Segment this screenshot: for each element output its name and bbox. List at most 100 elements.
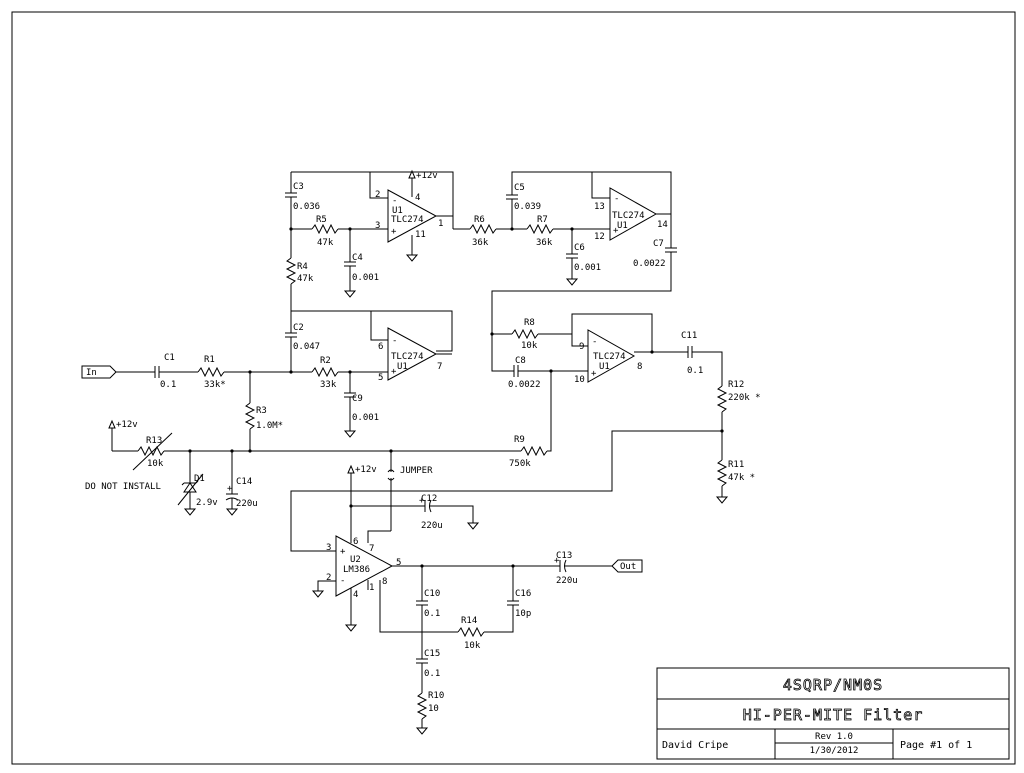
c1-value: 0.1: [160, 380, 176, 390]
svg-text:+: +: [391, 227, 397, 237]
in-port-label: In: [86, 368, 97, 378]
c15-ref: C15: [424, 649, 440, 659]
svg-text:+: +: [554, 556, 560, 566]
title-date: 1/30/2012: [810, 746, 859, 756]
c7-ref: C7: [653, 239, 664, 249]
opamp-u1a: -+ U1 TLC274 2 3 1 4 11: [375, 189, 443, 243]
svg-text:-: -: [392, 336, 397, 346]
r5-value: 47k: [317, 238, 334, 248]
r4-resistor: [285, 257, 297, 285]
r2-value: 33k: [320, 380, 337, 390]
gnd-d1-icon: [184, 505, 196, 516]
r2-resistor: [311, 366, 339, 378]
u1b-pin-out: 14: [657, 220, 668, 230]
c8-value: 0.0022: [508, 380, 541, 390]
gnd-r10-icon: [416, 724, 428, 735]
vcc-arrow-r13: [108, 419, 116, 429]
u1d-ref: U1: [599, 362, 610, 372]
c15-value: 0.1: [424, 669, 440, 679]
c4-value: 0.001: [352, 273, 379, 283]
c7-value: 0.0022: [633, 259, 666, 269]
r3-resistor: [244, 402, 256, 430]
r2-ref: R2: [320, 356, 331, 366]
r11-value: 47k *: [728, 473, 755, 483]
svg-text:-: -: [340, 576, 345, 586]
vcc-u1a: +12v: [416, 171, 438, 181]
gnd-c12-icon: [467, 519, 479, 530]
u1b-ref: U1: [617, 221, 628, 231]
r13-strike: [132, 432, 173, 471]
u1d-pin-noninv: 10: [574, 375, 585, 385]
r5-ref: R5: [316, 215, 327, 225]
gnd-r11-icon: [716, 493, 728, 504]
svg-text:-: -: [592, 337, 597, 347]
u2-pin8: 8: [382, 577, 387, 587]
u1c-pin-inv: 6: [378, 342, 383, 352]
opamp-u1d: -+ TLC274 U1 9 10 8: [574, 329, 642, 385]
vcc-r13: +12v: [116, 420, 138, 430]
c11-ref: C11: [681, 331, 697, 341]
r7-value: 36k: [536, 238, 553, 248]
svg-text:+: +: [613, 226, 619, 236]
r10-resistor: [416, 692, 428, 720]
c8-ref: C8: [515, 356, 526, 366]
out-port[interactable]: [611, 559, 643, 573]
u1b-part: TLC274: [612, 211, 645, 221]
r4-value: 47k: [297, 274, 314, 284]
opamp-u1c: -+ TLC274 U1 6 5 7: [378, 327, 442, 383]
c10-value: 0.1: [424, 609, 440, 619]
c16-ref: C16: [515, 589, 531, 599]
c2-ref: C2: [293, 323, 304, 333]
c3-value: 0.036: [293, 202, 320, 212]
r6-value: 36k: [472, 238, 489, 248]
u1c-part: TLC274: [391, 352, 424, 362]
u2-pin4: 4: [353, 590, 358, 600]
svg-text:-: -: [614, 194, 619, 204]
r9-ref: R9: [514, 435, 525, 445]
u2-pin5: 5: [396, 558, 401, 568]
gnd-u2-pin4-icon: [345, 621, 357, 632]
c9-value: 0.001: [352, 413, 379, 423]
c14-value: 220u: [236, 499, 258, 509]
r11-ref: R11: [728, 460, 744, 470]
c6-value: 0.001: [574, 263, 601, 273]
r9-resistor: [520, 445, 548, 457]
c12-ref: C12: [421, 494, 437, 504]
c6-ref: C6: [574, 243, 585, 253]
u1b-pin-inv: 13: [594, 202, 605, 212]
r14-value: 10k: [464, 641, 481, 651]
r1-resistor: [197, 366, 225, 378]
u1c-ref: U1: [397, 362, 408, 372]
svg-text:+: +: [391, 367, 397, 377]
u2-part: LM386: [343, 565, 370, 575]
svg-text:+: +: [227, 484, 233, 494]
title-page: Page #1 of 1: [900, 740, 972, 751]
c1-ref: C1: [164, 353, 175, 363]
c13-ref: C13: [556, 551, 572, 561]
r11-resistor: [716, 459, 728, 487]
r14-resistor: [457, 626, 485, 638]
gnd-c9-icon: [344, 427, 356, 438]
r12-ref: R12: [728, 380, 744, 390]
r12-value: 220k *: [728, 393, 761, 403]
c10-ref: C10: [424, 589, 440, 599]
c4-ref: C4: [352, 253, 363, 263]
r8-value: 10k: [521, 341, 538, 351]
u1d-part: TLC274: [593, 352, 626, 362]
u2-pin1: 1: [369, 583, 374, 593]
jumper-label: JUMPER: [400, 466, 433, 476]
u2-ref: U2: [350, 555, 361, 565]
u1a-pin-out: 1: [438, 219, 443, 229]
r5-resistor: [311, 223, 339, 235]
u1a-pin-vp: 4: [415, 193, 420, 203]
u2-pin2: 2: [326, 573, 331, 583]
r12-resistor: [716, 385, 728, 413]
in-port[interactable]: [81, 365, 117, 379]
gnd-u2-pin2-icon: [312, 587, 324, 598]
d1-strike: [177, 473, 204, 506]
r13-resistor: [137, 445, 165, 457]
c11-value: 0.1: [687, 366, 703, 376]
r9-value: 750k: [509, 459, 531, 469]
u2-pin6: 6: [353, 537, 358, 547]
